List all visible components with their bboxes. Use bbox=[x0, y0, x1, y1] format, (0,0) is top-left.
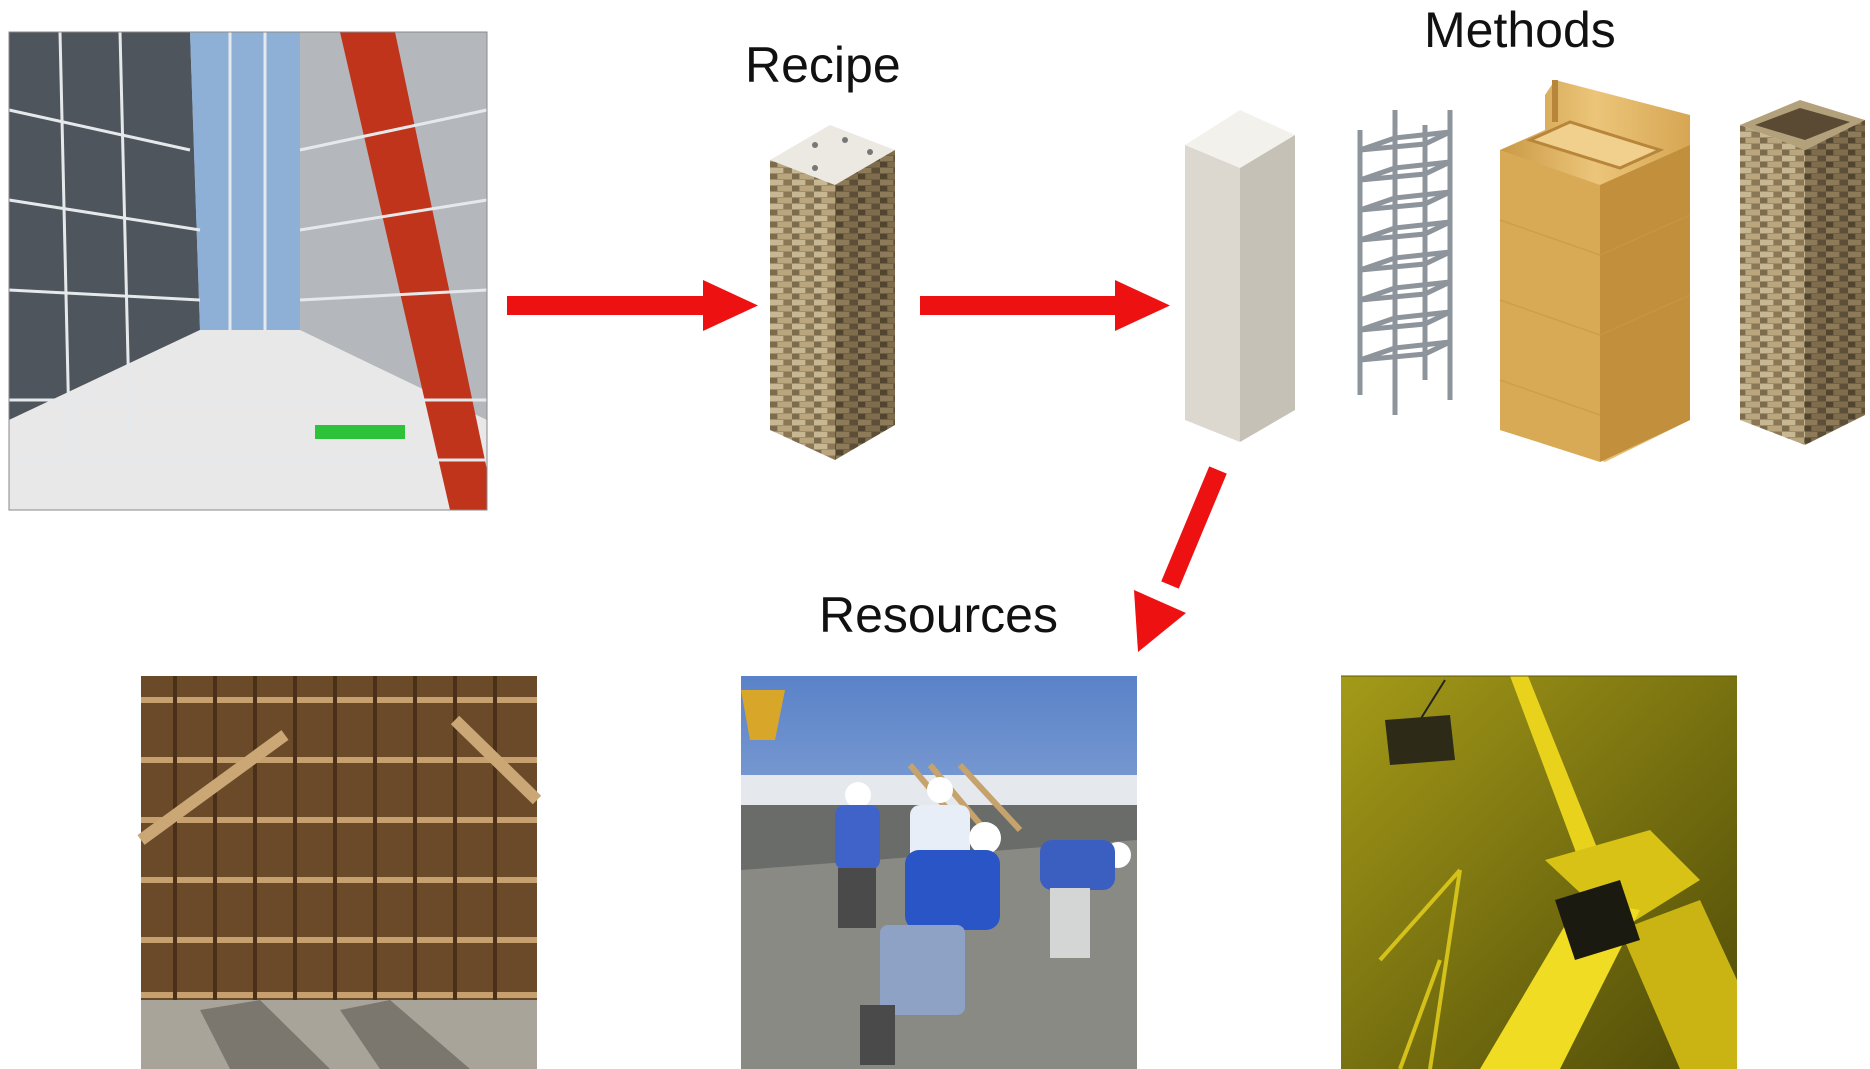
arrow-recipe-to-methods bbox=[920, 280, 1170, 331]
arrow-column-to-resources bbox=[1134, 466, 1227, 652]
concrete-column bbox=[1185, 110, 1295, 442]
recipe-stone-column bbox=[770, 125, 895, 460]
recipe-label: Recipe bbox=[745, 37, 901, 93]
formwork-wall-photo bbox=[137, 676, 542, 1069]
bim-building-image bbox=[8, 31, 488, 511]
arrow-bim-to-recipe bbox=[507, 280, 758, 331]
wooden-formwork bbox=[1499, 80, 1691, 462]
stone-shell-column bbox=[1740, 100, 1865, 445]
methods-label: Methods bbox=[1424, 2, 1616, 58]
rebar-cage bbox=[1357, 110, 1453, 415]
workers-photo bbox=[741, 676, 1137, 1069]
resources-label: Resources bbox=[819, 587, 1058, 643]
crane-photo bbox=[1341, 675, 1737, 1069]
